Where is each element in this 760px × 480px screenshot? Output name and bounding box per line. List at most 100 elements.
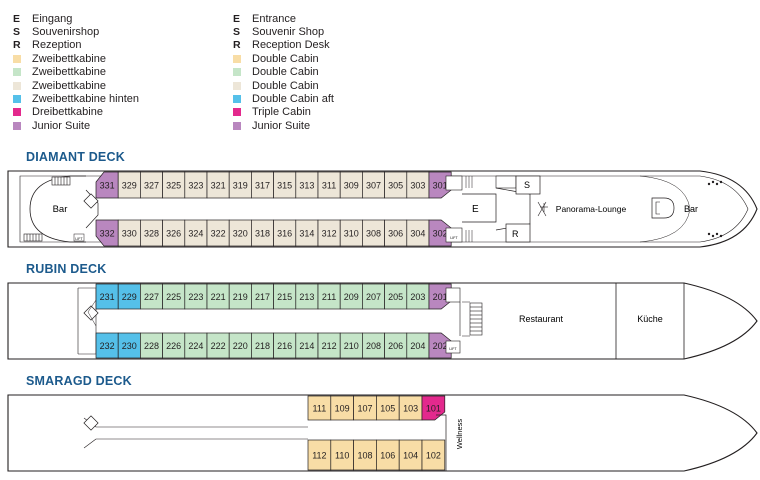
legend-english-row: Junior Suite [233, 119, 334, 132]
smaragd-cabin-number: 106 [380, 450, 395, 460]
legend-key-swatch [13, 108, 32, 117]
legend-letter: E [13, 12, 21, 25]
rubin-cabin-number: 206 [388, 341, 403, 351]
legend-swatch [233, 121, 241, 130]
legend-label: Rezeption [32, 39, 82, 52]
legend-english-row: Double Cabin [233, 66, 334, 79]
diamant-cabin-number: 320 [233, 228, 248, 238]
rubin-kitchen-label: Küche [637, 314, 663, 324]
legend-key-swatch [233, 54, 252, 63]
legend-german-row: Junior Suite [13, 119, 139, 132]
rubin-cabin-number: 228 [144, 341, 159, 351]
legend-swatch [13, 108, 21, 117]
rubin-cabin-number: 229 [122, 292, 137, 302]
deck-title-diamant: DIAMANT DECK [26, 150, 125, 164]
rubin-cabin-number: 224 [188, 341, 203, 351]
legend-label: Double Cabin [252, 66, 319, 79]
legend-label: Triple Cabin [252, 106, 311, 119]
diamant-cabin-number: 310 [344, 228, 359, 238]
legend-key-swatch [233, 108, 252, 117]
legend-label: Dreibettkabine [32, 106, 103, 119]
legend-label: Zweibettkabine [32, 66, 106, 79]
legend-key-letter: R [13, 39, 32, 51]
rubin-cabin-number: 226 [166, 341, 181, 351]
diamant-cabin-number: 328 [144, 228, 159, 238]
legend-label: Entrance [252, 12, 297, 25]
diamant-cabin-number: 317 [255, 180, 270, 190]
legend-key-swatch [13, 54, 32, 63]
diamant-cabin-number: 308 [366, 228, 381, 238]
legend-german-row: Zweibettkabine [13, 52, 139, 65]
legend-key-swatch [13, 68, 32, 77]
rubin-cabin-number: 222 [211, 341, 226, 351]
legend-key-swatch [13, 95, 32, 104]
rubin-cabin-number: 220 [233, 341, 248, 351]
rubin-cabin-number: 232 [100, 341, 115, 351]
legend-key-swatch [13, 121, 32, 130]
legend-letter: R [13, 39, 21, 52]
legend-label: Reception Desk [252, 39, 330, 52]
legend-german-row: R Rezeption [13, 39, 139, 52]
rubin-cabin-number: 203 [410, 292, 425, 302]
diamant-cabin-number: 309 [344, 180, 359, 190]
legend-german-row: Dreibettkabine [13, 106, 139, 119]
smaragd-cabin-number: 104 [403, 450, 418, 460]
rubin-cabin-number: 208 [366, 341, 381, 351]
legend-key-letter: R [233, 39, 252, 51]
rubin-cabin-number: 223 [188, 292, 203, 302]
legend-english-row: Triple Cabin [233, 106, 334, 119]
diamant-cabin-331 [95, 171, 119, 199]
legend-swatch [233, 54, 241, 63]
diamant-cabin-number: 307 [366, 180, 381, 190]
diamant-cabin-number: 313 [299, 180, 314, 190]
diamant-cabin-number: 319 [233, 180, 248, 190]
legend-key-swatch [13, 81, 32, 90]
diamant-cabin-number: 331 [100, 180, 115, 190]
rubin-cabin-number: 231 [100, 292, 115, 302]
diamant-cabin-number: 325 [166, 180, 181, 190]
rubin-cabin-number: 202 [433, 341, 448, 351]
smaragd-cabin-number: 108 [357, 450, 372, 460]
diamant-cabin-number: 312 [322, 228, 337, 238]
diamant-cabin-number: 316 [277, 228, 292, 238]
legend-label: Double Cabin [252, 52, 319, 65]
diamant-lounge-label: Panorama-Lounge [556, 204, 627, 214]
smaragd-cabin-101 [421, 395, 446, 421]
legend-swatch [13, 121, 21, 130]
rubin-cabin-number: 227 [144, 292, 159, 302]
rubin-cabin-number: 216 [277, 341, 292, 351]
smaragd-cabin-number: 103 [403, 403, 418, 413]
diamant-aft-lift-label: LIFT [75, 237, 83, 241]
legend-german-row: Zweibettkabine hinten [13, 92, 139, 105]
rubin-cabin-number: 204 [410, 341, 425, 351]
rubin-lift-label: LIFT [449, 347, 457, 351]
diamant-mid-lift-label: LIFT [450, 236, 458, 240]
rubin-cabin-number: 214 [299, 341, 314, 351]
diamant-cabin-number: 318 [255, 228, 270, 238]
rubin-cabin-number: 221 [211, 292, 226, 302]
diamant-cabin-number: 315 [277, 180, 292, 190]
diamant-shop-label: S [524, 180, 530, 190]
rubin-cabin-number: 213 [299, 292, 314, 302]
rubin-cabin-201 [428, 283, 452, 310]
diamant-cabin-number: 330 [122, 228, 137, 238]
legend-label: Zweibettkabine [32, 79, 106, 92]
legend-label: Junior Suite [252, 119, 311, 132]
legend-label: Eingang [32, 12, 73, 25]
rubin-cabin-number: 225 [166, 292, 181, 302]
diamant-cabin-number: 304 [410, 228, 425, 238]
rubin-cabin-number: 205 [388, 292, 403, 302]
diamant-cabin-number: 311 [322, 180, 336, 190]
legend-german-row: Zweibettkabine [13, 66, 139, 79]
diamant-entrance-label: E [472, 204, 479, 215]
smaragd-cabin-number: 102 [426, 450, 441, 460]
